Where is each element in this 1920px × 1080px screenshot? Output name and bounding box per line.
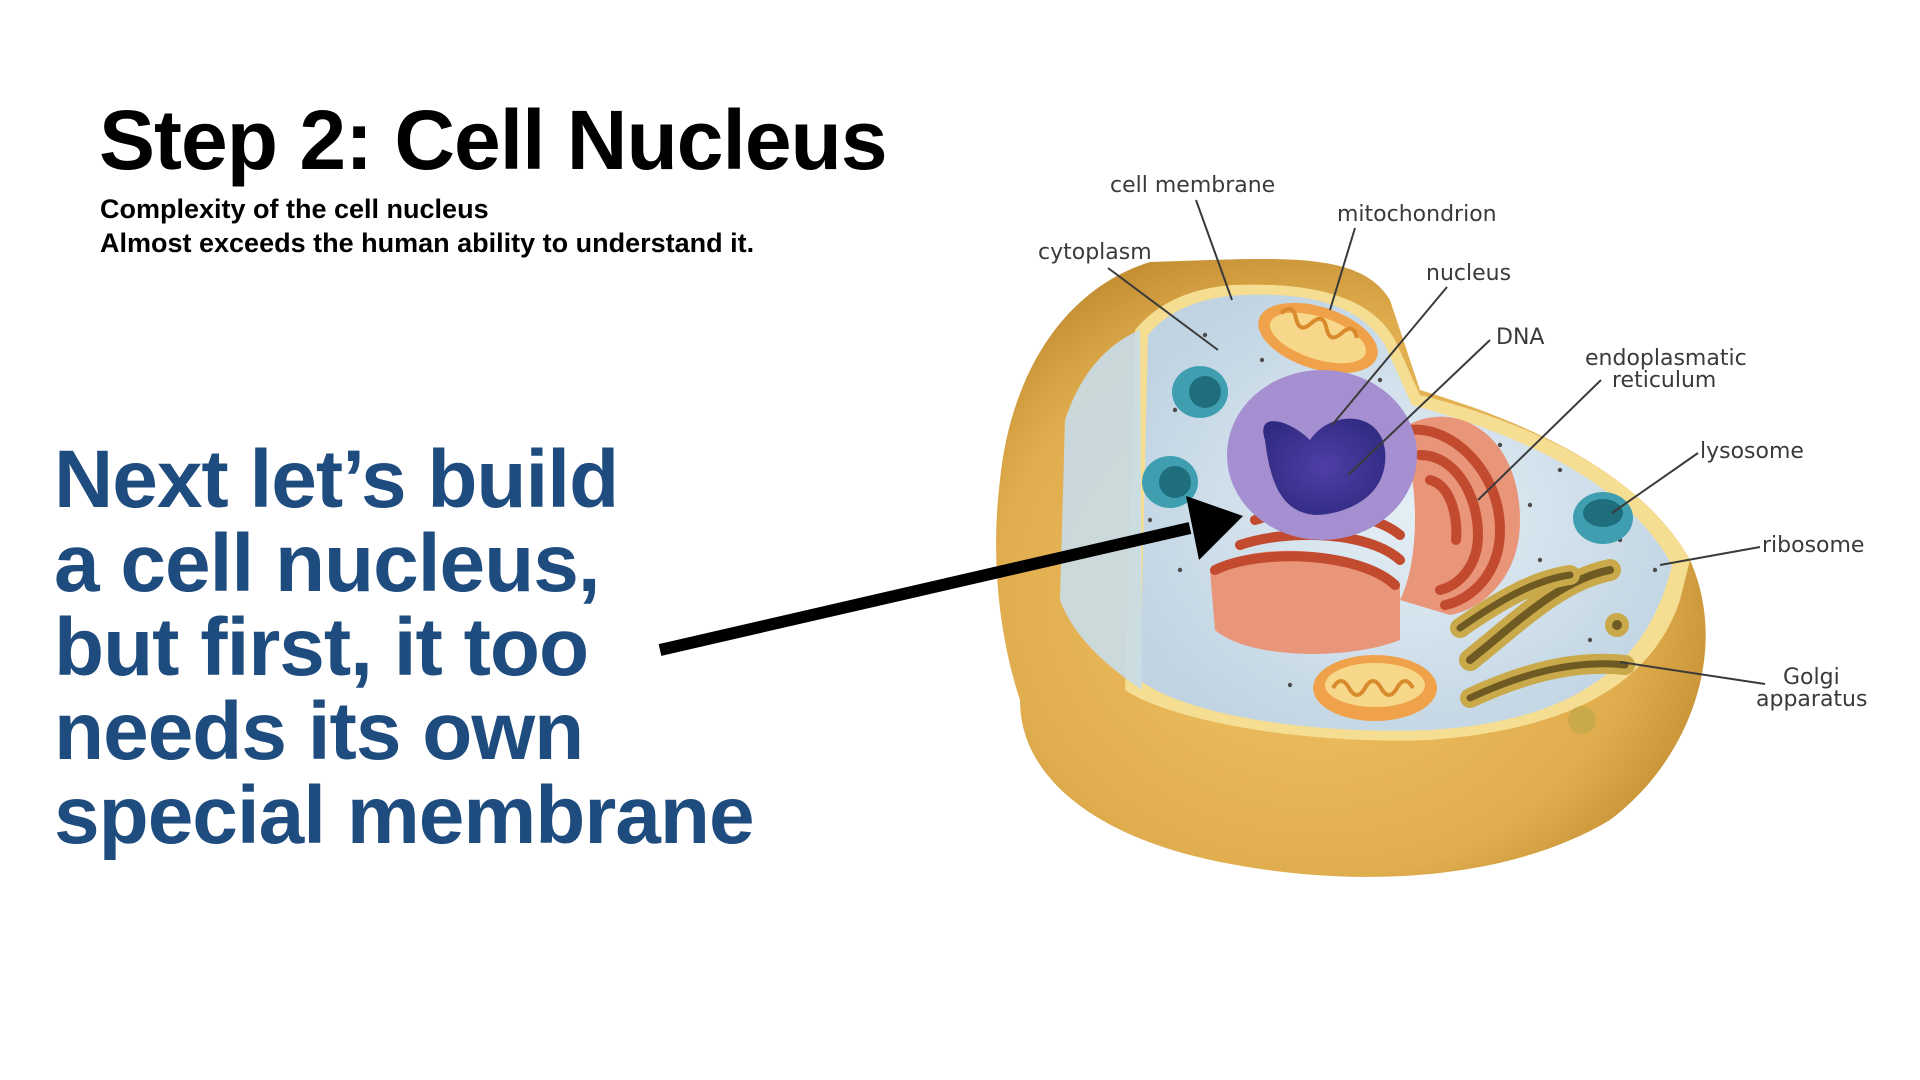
callout-line: but first, it too — [54, 602, 589, 693]
leader-lines — [1107, 199, 1766, 685]
mitochondrion-bottom — [1313, 655, 1437, 721]
label-dna: DNA — [1496, 325, 1544, 350]
subtitle-line: Almost exceeds the human ability to unde… — [100, 228, 755, 258]
label-golgi-line2: apparatus — [1756, 687, 1867, 712]
slide-title: Step 2: Cell Nucleus — [99, 93, 888, 187]
cell-cut-face — [1060, 330, 1142, 690]
endoplasmic-reticulum — [1210, 416, 1520, 654]
callout-line: a cell nucleus, — [54, 518, 601, 609]
callout-line: Next let’s build — [54, 434, 619, 525]
callout-line: needs its own — [54, 686, 584, 777]
label-golgi-line1: Golgi — [1783, 665, 1840, 690]
label-er-line1: endoplasmatic — [1585, 346, 1747, 371]
callout-text: Next let’s build a cell nucleus, but fir… — [54, 434, 755, 861]
label-lysosome: lysosome — [1700, 439, 1804, 464]
lysosome — [1573, 492, 1633, 544]
mitochondrion-top — [1258, 302, 1378, 374]
label-er-line2: reticulum — [1612, 368, 1716, 393]
label-cell-membrane: cell membrane — [1110, 173, 1275, 198]
lysosome — [1172, 366, 1228, 418]
slide-subtitle: Complexity of the cell nucleus Almost ex… — [100, 192, 754, 260]
subtitle-line: Complexity of the cell nucleus — [100, 194, 489, 224]
label-nucleus: nucleus — [1426, 261, 1511, 286]
lysosome — [1142, 456, 1198, 508]
pointer-arrow — [658, 496, 1243, 656]
callout-line: special membrane — [54, 770, 755, 861]
nucleus — [1227, 370, 1417, 540]
label-cytoplasm: cytoplasm — [1038, 240, 1152, 265]
golgi-apparatus — [1450, 559, 1635, 734]
label-mitochondrion: mitochondrion — [1337, 202, 1497, 227]
label-ribosome: ribosome — [1762, 533, 1864, 558]
